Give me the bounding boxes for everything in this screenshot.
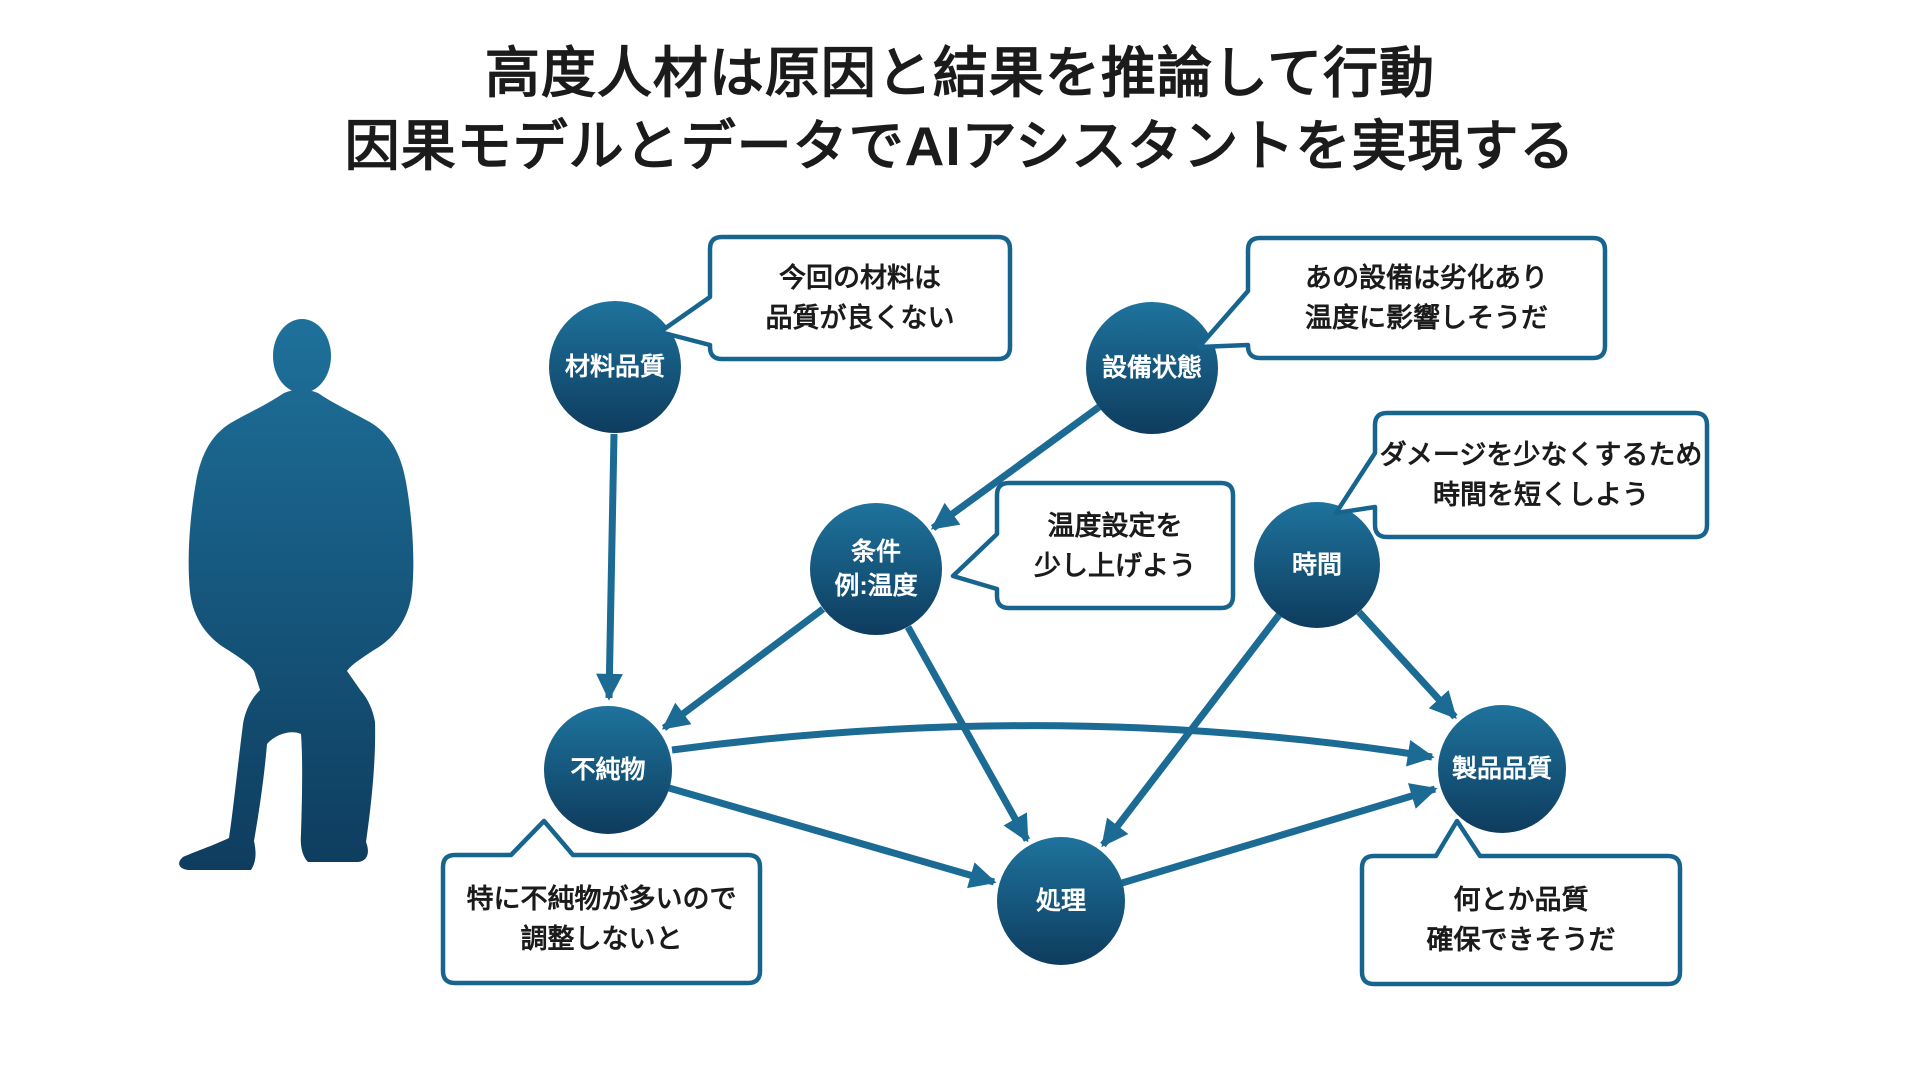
node-label-product-quality: 製品品質	[1451, 755, 1552, 783]
slide-title-line1: 高度人材は原因と結果を推論して行動	[484, 42, 1436, 104]
edge-material-to-impurity	[596, 433, 623, 701]
node-impurity	[544, 706, 672, 834]
node-condition	[810, 503, 942, 635]
speech-bubble-condition	[950, 480, 1236, 611]
node-label-condition: 条件 例:温度	[834, 538, 918, 600]
node-label-process: 処理	[1035, 887, 1086, 915]
node-label-time: 時間	[1291, 551, 1342, 579]
node-material-quality	[549, 301, 681, 433]
node-equipment-state	[1086, 302, 1218, 434]
bubble-text-product: 何とか品質 確保できそうだ	[1426, 885, 1616, 955]
bubble-text-material: 今回の材料は 品質が良くない	[765, 263, 955, 333]
edge-time-to-product	[1356, 609, 1458, 720]
bubble-text-equipment: あの設備は劣化あり 温度に影響しそうだ	[1305, 263, 1548, 333]
speech-bubble-impurity	[440, 818, 763, 986]
edge-process-to-product	[1120, 783, 1438, 887]
person-silhouette-icon	[179, 319, 414, 870]
bubbles-group	[440, 234, 1710, 987]
speech-bubble-time	[1333, 410, 1710, 540]
edge-impurity-to-process	[668, 784, 997, 889]
nodes-group	[544, 301, 1566, 965]
node-process	[997, 837, 1125, 965]
speech-bubble-product	[1359, 818, 1683, 987]
slide-title-line2: 因果モデルとデータでAIアシスタントを実現する	[344, 115, 1576, 177]
node-label-equipment-state: 設備状態	[1101, 354, 1202, 382]
edge-impurity-to-product	[671, 722, 1435, 767]
edge-condition-to-impurity	[661, 606, 826, 731]
bubble-text-time: ダメージを少なくするため 時間を短くしよう	[1379, 440, 1703, 510]
bubble-text-impurity: 特に不純物が多いので 調整しないと	[466, 884, 737, 954]
edges-group	[596, 404, 1458, 889]
node-time	[1254, 502, 1380, 628]
speech-bubble-equipment	[1196, 235, 1608, 361]
node-label-material-quality: 材料品質	[564, 353, 665, 381]
node-product-quality	[1438, 705, 1566, 833]
speech-bubble-material	[657, 234, 1013, 362]
edge-condition-to-process	[904, 625, 1031, 843]
node-label-impurity: 不純物	[570, 756, 646, 784]
bubble-text-condition: 温度設定を 少し上げよう	[1034, 510, 1196, 581]
edge-equipment-to-condition	[930, 404, 1102, 531]
